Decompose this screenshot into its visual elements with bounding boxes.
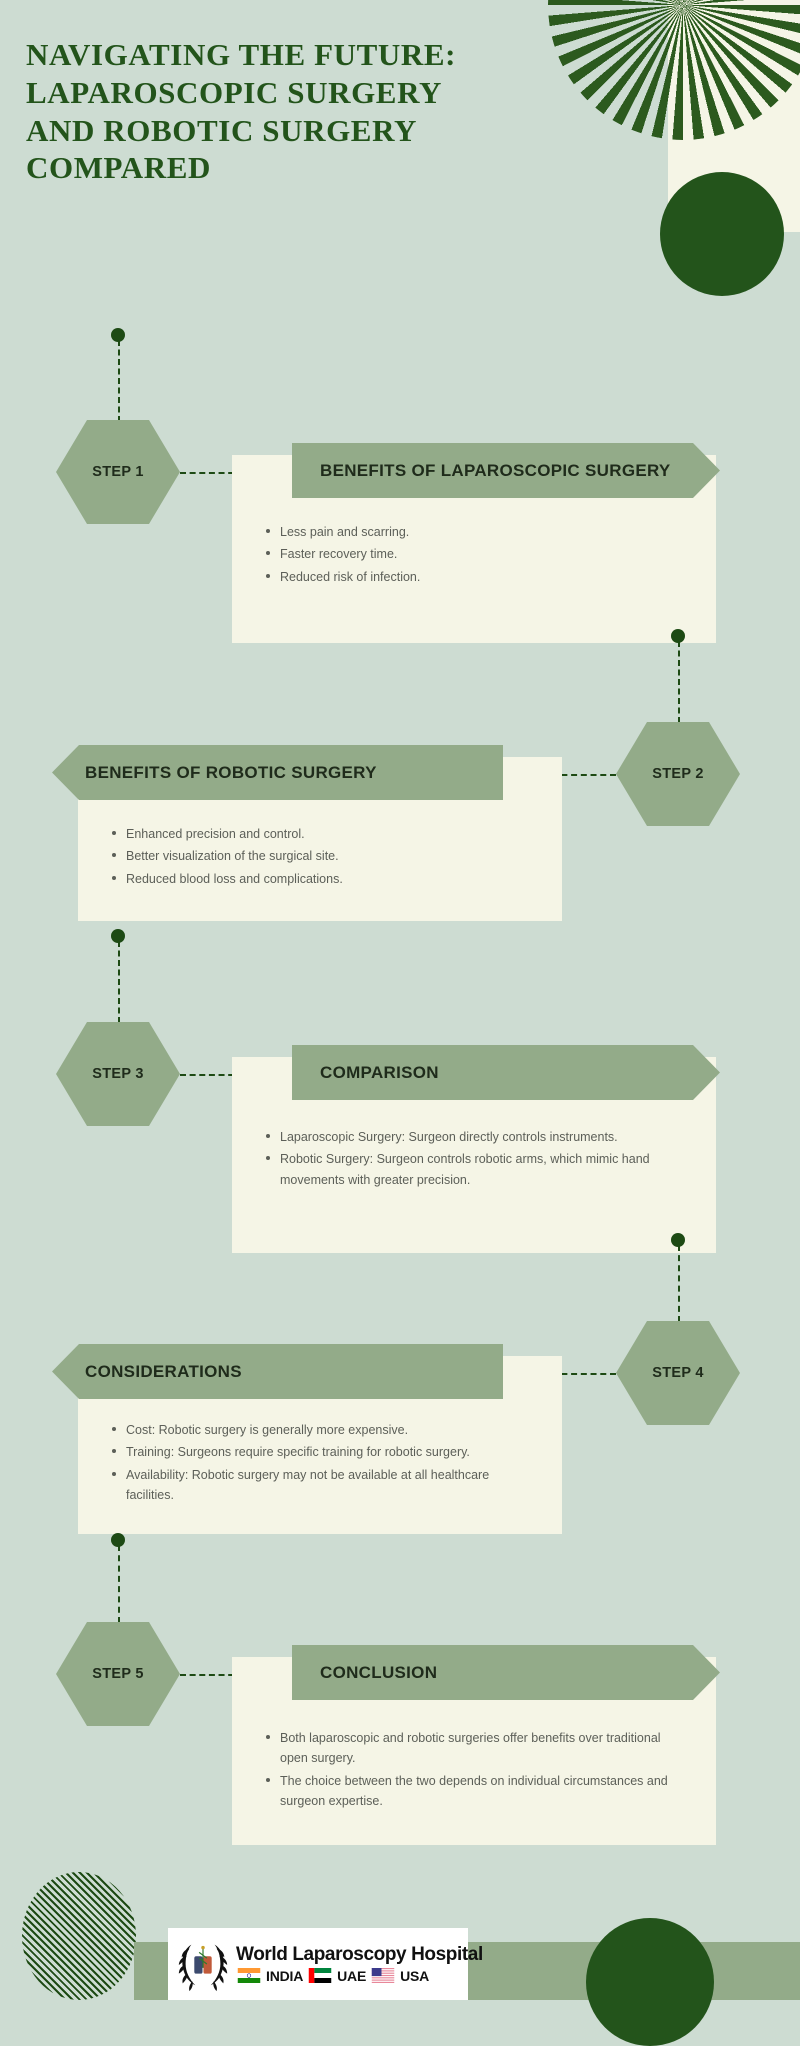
- step-heading-3: COMPARISON: [320, 1062, 439, 1082]
- connector-line-vertical-5: [118, 1545, 120, 1623]
- country-label-usa: USA: [400, 1967, 430, 1984]
- step-hexagon-1[interactable]: STEP 1: [56, 420, 180, 524]
- connector-dot-4: [671, 1233, 685, 1247]
- logo-country-list: INDIA UAE: [236, 1968, 483, 1984]
- list-item: Less pain and scarring.: [264, 522, 684, 542]
- list-item: Reduced blood loss and complications.: [110, 869, 530, 889]
- step-heading-1: BENEFITS OF LAPAROSCOPIC SURGERY: [320, 460, 671, 480]
- step-banner-5: CONCLUSION: [292, 1645, 720, 1700]
- step-bullets-1: Less pain and scarring. Faster recovery …: [264, 522, 684, 589]
- connector-dot-1: [111, 328, 125, 342]
- step-bullets-4: Cost: Robotic surgery is generally more …: [110, 1420, 510, 1507]
- list-item: Reduced risk of infection.: [264, 567, 684, 587]
- country-label-india: INDIA: [266, 1967, 304, 1984]
- list-item: Cost: Robotic surgery is generally more …: [110, 1420, 510, 1440]
- step-label-2: STEP 2: [652, 766, 704, 782]
- connector-dot-3: [111, 929, 125, 943]
- step-label-3: STEP 3: [92, 1066, 144, 1082]
- list-item: Availability: Robotic surgery may not be…: [110, 1465, 510, 1506]
- step-label-1: STEP 1: [92, 464, 144, 480]
- step-hexagon-3[interactable]: STEP 3: [56, 1022, 180, 1126]
- connector-dot-5: [111, 1533, 125, 1547]
- step-bullets-2: Enhanced precision and control. Better v…: [110, 824, 530, 891]
- striped-circle-decoration: [22, 1872, 136, 2000]
- connector-dot-2: [671, 629, 685, 643]
- india-flag-icon: [236, 1968, 262, 1983]
- step-heading-2: BENEFITS OF ROBOTIC SURGERY: [85, 762, 377, 782]
- list-item: Both laparoscopic and robotic surgeries …: [264, 1728, 682, 1769]
- step-hexagon-4[interactable]: STEP 4: [616, 1321, 740, 1425]
- uae-flag-icon: [307, 1968, 333, 1983]
- list-item: Laparoscopic Surgery: Surgeon directly c…: [264, 1127, 674, 1147]
- top-right-circle-decoration: [660, 172, 784, 296]
- connector-line-vertical-1: [118, 340, 120, 422]
- list-item: Faster recovery time.: [264, 544, 684, 564]
- step-label-4: STEP 4: [652, 1365, 704, 1381]
- logo-title: World Laparoscopy Hospital: [236, 1943, 483, 1965]
- list-item: Better visualization of the surgical sit…: [110, 846, 530, 866]
- step-heading-5: CONCLUSION: [320, 1662, 438, 1682]
- list-item: Training: Surgeons require specific trai…: [110, 1442, 510, 1462]
- step-bullets-3: Laparoscopic Surgery: Surgeon directly c…: [264, 1127, 674, 1192]
- step-banner-1: BENEFITS OF LAPAROSCOPIC SURGERY: [292, 443, 720, 498]
- list-item: Enhanced precision and control.: [110, 824, 530, 844]
- step-hexagon-5[interactable]: STEP 5: [56, 1622, 180, 1726]
- step-hexagon-2[interactable]: STEP 2: [616, 722, 740, 826]
- list-item: The choice between the two depends on in…: [264, 1771, 682, 1812]
- connector-line-vertical-2: [678, 641, 680, 723]
- step-label-5: STEP 5: [92, 1666, 144, 1682]
- page-title: NAVIGATING THE FUTURE: LAPAROSCOPIC SURG…: [26, 37, 457, 186]
- wreath-caduceus-emblem-icon: [174, 1935, 232, 1993]
- step-bullets-5: Both laparoscopic and robotic surgeries …: [264, 1728, 682, 1813]
- list-item: Robotic Surgery: Surgeon controls roboti…: [264, 1149, 674, 1190]
- hospital-logo[interactable]: World Laparoscopy Hospital INDIA: [168, 1928, 483, 2000]
- connector-line-vertical-3: [118, 941, 120, 1023]
- bottom-right-circle-decoration: [586, 1918, 714, 2046]
- connector-line-vertical-4: [678, 1245, 680, 1322]
- step-banner-4: CONSIDERATIONS: [52, 1344, 503, 1399]
- step-heading-4: CONSIDERATIONS: [85, 1361, 242, 1381]
- step-banner-3: COMPARISON: [292, 1045, 720, 1100]
- usa-flag-icon: [370, 1968, 396, 1983]
- country-label-uae: UAE: [337, 1967, 367, 1984]
- step-banner-2: BENEFITS OF ROBOTIC SURGERY: [52, 745, 503, 800]
